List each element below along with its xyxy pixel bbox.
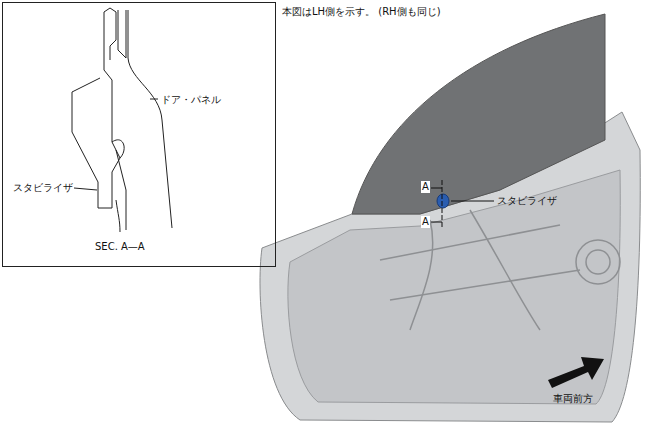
panel-flange bbox=[118, 10, 126, 58]
door-inner-panel bbox=[288, 170, 620, 404]
section-mark: A bbox=[421, 216, 430, 228]
stabilizer-section bbox=[72, 8, 120, 208]
note: 本図はLH側を示す。 (RH側も同じ) bbox=[282, 6, 441, 18]
window-regulator bbox=[470, 210, 540, 330]
inset-frame: ドア・パネルスタビライザ SEC. A—A bbox=[2, 2, 276, 267]
direction-arrow bbox=[548, 357, 604, 388]
window-glass bbox=[352, 14, 605, 214]
part-label: スタビライザ bbox=[13, 182, 73, 194]
part-label: ドア・パネル bbox=[161, 94, 221, 106]
stabilizer-part bbox=[437, 194, 449, 208]
section-arrow bbox=[431, 188, 442, 189]
leader-line bbox=[74, 188, 97, 190]
window-regulator bbox=[410, 220, 433, 330]
door-panel-line bbox=[128, 10, 172, 228]
door-rail bbox=[380, 225, 580, 300]
direction-label: 車両前方 bbox=[553, 393, 593, 405]
section-arrow bbox=[431, 222, 442, 223]
section-line bbox=[442, 180, 443, 228]
panel-inner bbox=[116, 200, 120, 232]
section-title: SEC. A—A bbox=[95, 241, 145, 253]
section-mark: A bbox=[421, 181, 430, 193]
leader-line bbox=[150, 99, 158, 100]
speaker bbox=[576, 240, 620, 284]
speaker bbox=[586, 250, 610, 274]
leader-line bbox=[451, 201, 494, 202]
part-label: スタビライザ bbox=[497, 195, 557, 207]
